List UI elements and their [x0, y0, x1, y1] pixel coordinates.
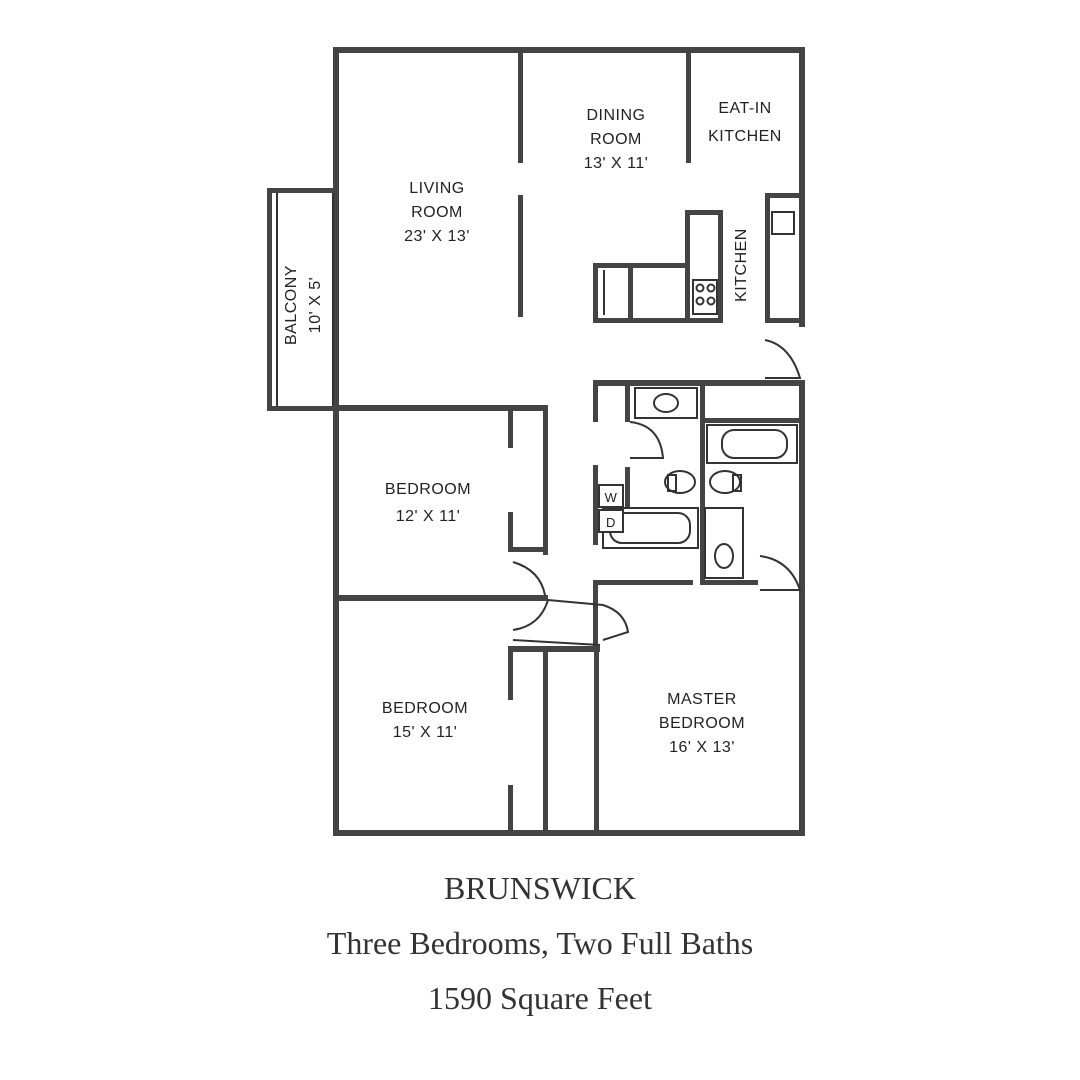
- balcony-label: BALCONY: [283, 265, 300, 345]
- bedroom-2-dims: 15' X 11': [393, 724, 458, 741]
- dining-room-label-2: ROOM: [590, 131, 642, 148]
- balcony-outline: [267, 188, 339, 411]
- plan-subtitle: Three Bedrooms, Two Full Baths: [326, 925, 754, 961]
- floor-plan: LIVING ROOM 23' X 13' DINING ROOM 13' X …: [267, 47, 805, 836]
- dining-room-label: DINING: [587, 107, 646, 124]
- balcony-dims: 10' X 5': [307, 277, 324, 333]
- eat-in-kitchen-label: EAT-IN: [718, 100, 771, 117]
- room-labels: LIVING ROOM 23' X 13' DINING ROOM 13' X …: [283, 100, 782, 756]
- master-bedroom-dims: 16' X 13': [669, 739, 735, 756]
- sink-1-icon: [653, 393, 679, 413]
- bedroom-2-label: BEDROOM: [382, 700, 468, 717]
- kitchen-sink: [771, 211, 795, 235]
- toilet-1-icon: [664, 470, 696, 494]
- bedroom-1-dims: 12' X 11': [396, 508, 461, 525]
- eat-in-kitchen-label-2: KITCHEN: [708, 128, 782, 145]
- dining-room-dims: 13' X 11': [584, 155, 649, 172]
- living-room-label: LIVING: [409, 180, 464, 197]
- doors: [512, 339, 802, 646]
- dryer-box: [598, 509, 624, 533]
- sink-vanity-1: [634, 387, 698, 419]
- sink-2-icon: [714, 543, 734, 569]
- dryer-label: D: [606, 515, 616, 530]
- fixtures: [598, 211, 798, 579]
- washer-box: [598, 484, 624, 508]
- living-room-label-2: ROOM: [411, 204, 463, 221]
- living-room-dims: 23' X 13': [404, 228, 470, 245]
- master-bedroom-label: MASTER: [667, 691, 737, 708]
- washer-label: W: [605, 490, 618, 505]
- plan-name: BRUNSWICK: [443, 870, 636, 906]
- bedroom-1-label: BEDROOM: [385, 481, 471, 498]
- outer-walls: [333, 47, 805, 836]
- plan-area: 1590 Square Feet: [428, 980, 652, 1016]
- master-bedroom-label-2: BEDROOM: [659, 715, 745, 732]
- kitchen-label: KITCHEN: [733, 228, 750, 302]
